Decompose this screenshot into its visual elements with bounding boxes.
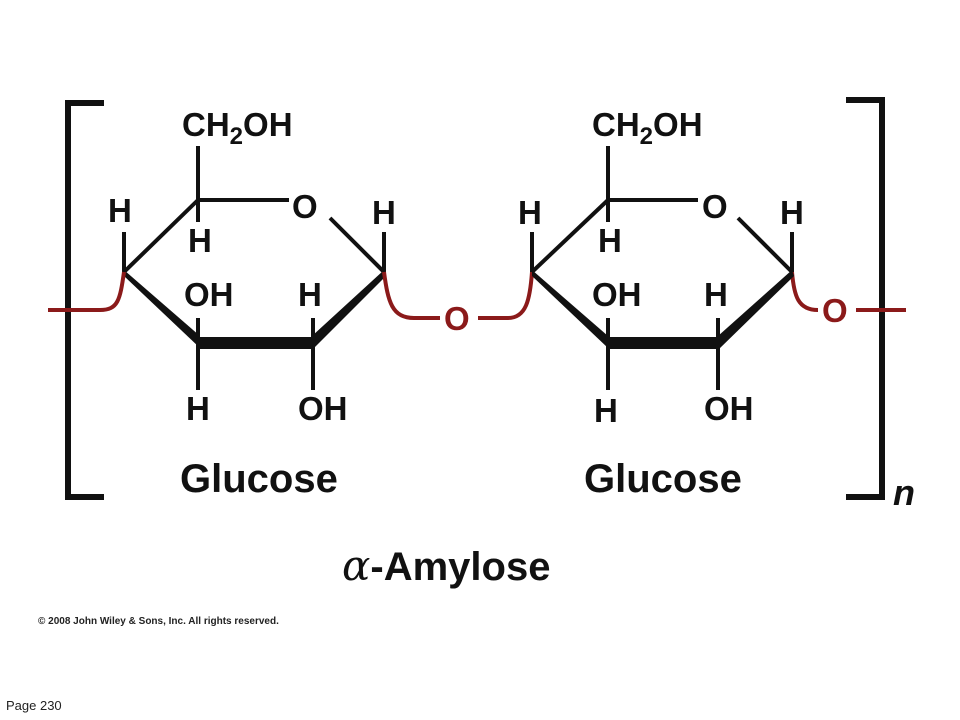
terminal-oxygen-label: O [822, 292, 848, 329]
c3-oh-label-2: OH [592, 276, 642, 313]
c1-h-label-2: H [780, 194, 804, 231]
glycosidic-link-terminal [790, 271, 819, 312]
bond-c5-c4-2 [530, 198, 610, 274]
c2-h-label-2: H [704, 276, 728, 313]
title-greek-alpha: α [342, 541, 370, 590]
c1-h-label: H [372, 194, 396, 231]
c3-h-label-2: H [594, 392, 618, 429]
ring-oxygen-label: O [292, 188, 318, 225]
glucose-unit-1: CH2OH O H H H OH H H OH Glucose [108, 106, 396, 501]
glycosidic-link-left [382, 271, 440, 320]
c3-h-label: H [186, 390, 210, 427]
page-label: Page 230 [6, 698, 62, 713]
glucose-unit-2: CH2OH O H H H OH H H OH Glucose [518, 106, 804, 501]
wedge-c4-c3 [124, 270, 200, 348]
wedge-c2-c1-2 [718, 270, 794, 350]
c3-oh-label: OH [184, 276, 234, 313]
repeat-subscript: n [893, 472, 915, 513]
right-bracket [846, 97, 885, 500]
c2-h-label: H [298, 276, 322, 313]
wedge-c2-c1 [312, 270, 386, 350]
wedge-c4-c3-2 [532, 270, 608, 348]
c4-h-label-2: H [518, 194, 542, 231]
ch2oh-label-2: CH2OH [592, 106, 703, 150]
bond-o-c1 [328, 216, 386, 274]
ring-oxygen-label-2: O [702, 188, 728, 225]
c4-h-label: H [108, 192, 132, 229]
left-bracket [65, 100, 104, 500]
c2-oh-label: OH [298, 390, 348, 427]
copyright-notice: © 2008 John Wiley & Sons, Inc. All right… [38, 616, 279, 627]
c2-oh-label-2: OH [704, 390, 754, 427]
glycosidic-link-right [478, 271, 534, 320]
bond-o-c1-2 [736, 216, 794, 274]
c5-h-inner-label: H [188, 222, 212, 259]
c5-h-inner-label-2: H [598, 222, 622, 259]
glucose-label-1: Glucose [180, 457, 338, 501]
glucose-label-2: Glucose [584, 457, 742, 501]
bond-c5-c4 [122, 198, 200, 274]
left-chain-link [48, 271, 126, 312]
title-text: -Amylose [370, 545, 550, 589]
figure-title: α-Amylose [342, 541, 550, 590]
ch2oh-label: CH2OH [182, 106, 293, 150]
glycosidic-oxygen-label: O [444, 300, 470, 337]
